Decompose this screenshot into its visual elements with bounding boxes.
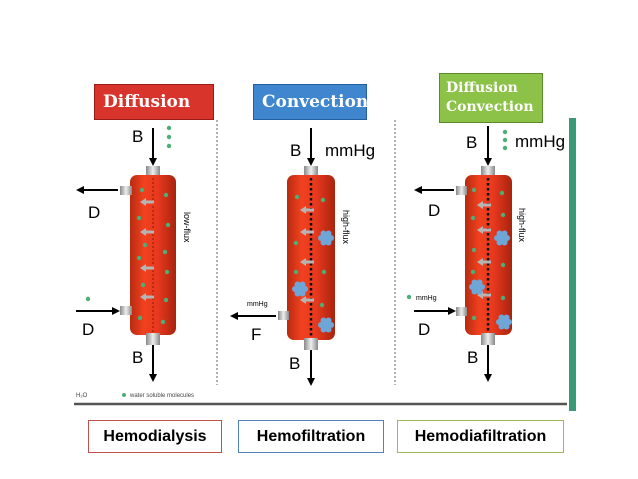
dialysate-in-label: D [418, 320, 430, 339]
dialysate-out-label: D [428, 201, 440, 220]
hemodialysis-filter: B low-flux [76, 125, 192, 382]
small-pressure-label: mmHg [416, 295, 437, 302]
diffusion-convection-header: Diffusion Convection [439, 73, 543, 123]
low-flux-label: low-flux [182, 212, 192, 243]
dialysate-out-label: D [88, 203, 100, 222]
blood-in-label: B [290, 141, 301, 160]
hemodialysis-label: Hemodialysis [88, 420, 222, 453]
legend-solute-dot [122, 393, 126, 397]
diffusion-convection-line2: Convection [446, 99, 534, 115]
pressure-label: mmHg [515, 132, 565, 151]
blood-in-label: B [466, 133, 477, 152]
accent-bar [569, 118, 576, 411]
blood-out-label: B [467, 348, 478, 367]
small-pressure-label: mmHg [247, 301, 268, 308]
filter-cylinder [287, 175, 335, 340]
diffusion-convection-line1: Diffusion [446, 80, 518, 96]
hemofiltration-label: Hemofiltration [238, 420, 384, 453]
pressure-label: mmHg [325, 141, 375, 160]
hemofiltration-filter: B mmHg high-flux mmHg F [230, 128, 375, 386]
filtrate-label: F [251, 325, 261, 344]
hemodiafiltration-filter: B mmHg h [406, 126, 565, 382]
convection-header: Convection [253, 84, 368, 120]
legend-solute-label: water soluble molecules [129, 393, 194, 399]
diffusion-header: Diffusion [94, 84, 214, 120]
blood-out-label: B [289, 354, 300, 373]
high-flux-label: high-flux [517, 208, 527, 243]
dialysate-in-label: D [82, 320, 94, 339]
blood-out-label: B [132, 348, 143, 367]
legend-water-label: H₂O [76, 393, 88, 399]
hemodiafiltration-label: Hemodiafiltration [397, 420, 564, 453]
high-flux-label: high-flux [341, 210, 351, 245]
blood-in-label: B [132, 127, 143, 146]
